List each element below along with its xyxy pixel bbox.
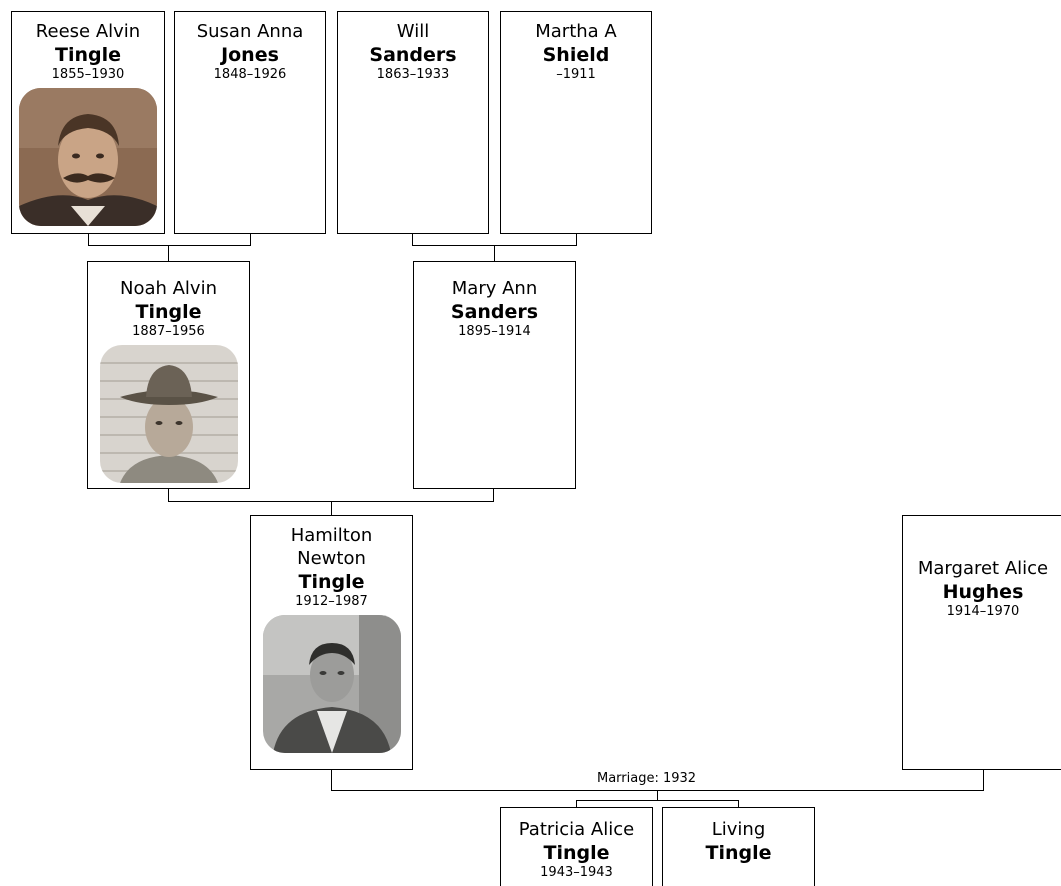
person-card-hamilton-tingle[interactable]: Hamilton Newton Tingle 1912–1987 <box>250 515 413 770</box>
surname: Sanders <box>450 301 539 323</box>
life-years: 1912–1987 <box>295 594 368 609</box>
surname: Tingle <box>55 44 121 66</box>
given-name: Hamilton Newton <box>290 525 373 569</box>
portrait-photo <box>99 345 238 483</box>
given-name: Living <box>711 819 766 840</box>
connector-reese-susan <box>88 234 251 246</box>
life-years: 1855–1930 <box>51 67 125 82</box>
person-card-margaret-hughes[interactable]: Margaret Alice Hughes 1914–1970 <box>902 515 1061 770</box>
portrait-photo <box>262 615 401 753</box>
given-name: Will <box>396 21 430 42</box>
given-name: Noah Alvin <box>119 278 217 299</box>
life-years: 1887–1956 <box>132 324 205 339</box>
surname: Tingle <box>298 571 365 593</box>
life-years: 1848–1926 <box>213 67 287 82</box>
connector-children <box>576 800 739 807</box>
connector-will-martha <box>412 234 577 246</box>
surname: Hughes <box>942 581 1024 603</box>
given-name: Margaret Alice <box>917 558 1049 579</box>
connector-noah-mary <box>168 489 494 502</box>
life-years: 1863–1933 <box>376 67 450 82</box>
person-card-patricia-tingle[interactable]: Patricia Alice Tingle 1943–1943 <box>500 807 653 886</box>
surname: Tingle <box>705 842 772 864</box>
life-years: 1943–1943 <box>540 865 613 880</box>
person-card-reese-tingle[interactable]: Reese Alvin Tingle 1855–1930 <box>11 11 165 234</box>
given-name: Reese Alvin <box>35 21 141 42</box>
person-card-will-sanders[interactable]: Will Sanders 1863–1933 <box>337 11 489 234</box>
person-card-martha-shield[interactable]: Martha A Shield –1911 <box>500 11 652 234</box>
surname: Shield <box>542 44 610 66</box>
given-name: Mary Ann <box>451 278 538 299</box>
given-name: Martha A <box>535 21 617 42</box>
life-years: 1895–1914 <box>458 324 531 339</box>
person-card-living-tingle[interactable]: Living Tingle <box>662 807 815 886</box>
life-years: –1911 <box>556 67 596 82</box>
surname: Tingle <box>543 842 610 864</box>
person-card-noah-tingle[interactable]: Noah Alvin Tingle 1887–1956 <box>87 261 250 489</box>
person-card-susan-jones[interactable]: Susan Anna Jones 1848–1926 <box>174 11 326 234</box>
given-name: Patricia Alice <box>518 819 635 840</box>
surname: Tingle <box>135 301 202 323</box>
surname: Sanders <box>369 44 457 66</box>
portrait-photo <box>19 88 157 226</box>
given-name: Susan Anna <box>196 21 304 42</box>
person-card-mary-sanders[interactable]: Mary Ann Sanders 1895–1914 <box>413 261 576 489</box>
life-years: 1914–1970 <box>946 604 1020 619</box>
marriage-label: Marriage: 1932 <box>596 771 698 787</box>
surname: Jones <box>221 44 279 66</box>
